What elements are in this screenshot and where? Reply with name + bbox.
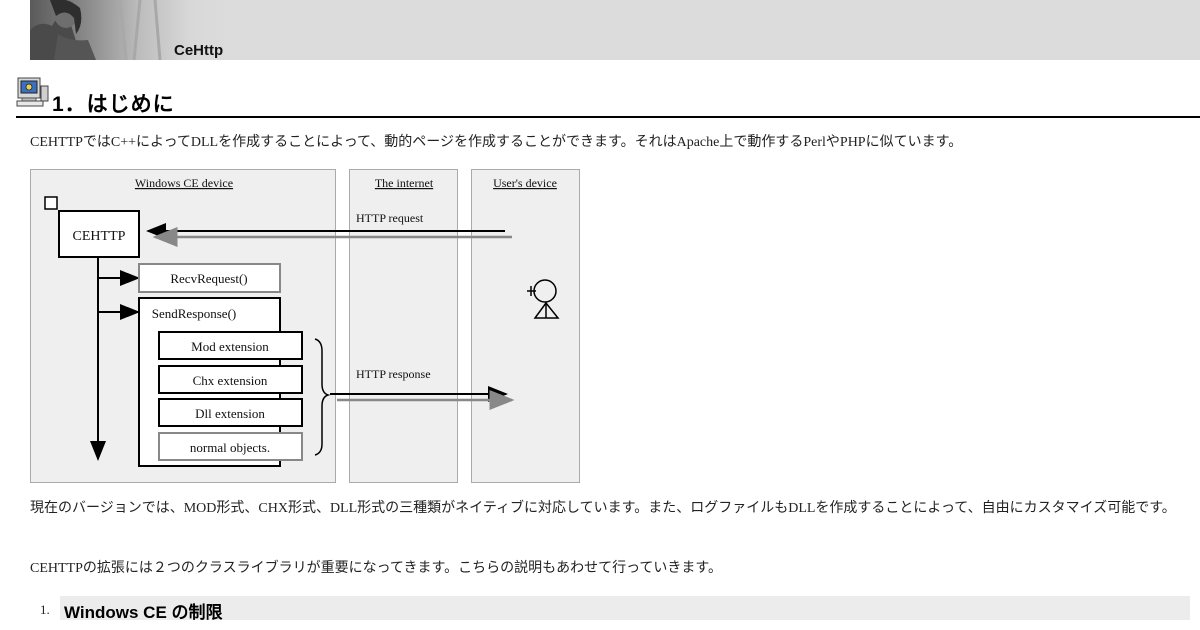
- ext-box-mod: [158, 331, 303, 360]
- user-panel: [471, 169, 580, 483]
- curly-brace: [314, 338, 331, 456]
- user-icon: [527, 279, 560, 319]
- recv-label: RecvRequest(): [170, 271, 247, 286]
- recv-box: [138, 263, 281, 293]
- page-title: 1．はじめに: [52, 93, 175, 116]
- internet-panel: [349, 169, 458, 483]
- send-label: SendResponse(): [152, 306, 237, 321]
- toc-number: 1.: [40, 602, 50, 617]
- http-response-label: HTTP response: [356, 367, 431, 381]
- ext-label-dll: Dll extension: [195, 406, 265, 421]
- extension-list: Mod extension Chx extension Dll extensio…: [158, 331, 303, 461]
- architecture-diagram: Windows CE device The internet User's de…: [30, 169, 580, 483]
- ext-label-chx: Chx extension: [193, 373, 268, 388]
- http-request-label: HTTP request: [356, 211, 424, 225]
- internet-panel-label: The internet: [375, 176, 434, 190]
- portrait-photo: [30, 0, 230, 60]
- handle-square: [44, 196, 58, 210]
- user-panel-label: User's device: [493, 176, 557, 190]
- brand-title: CeHttp: [174, 42, 224, 59]
- header-banner: CeHttp: [30, 0, 1200, 60]
- ext-box-normal: [158, 432, 303, 461]
- toc-item-windows-ce[interactable]: Windows CE の制限: [60, 596, 1190, 622]
- support-paragraph: 現在のバージョンでは、MOD形式、CHX形式、DLL形式の三種類がネイティブに対…: [30, 501, 1176, 516]
- ext-label-mod: Mod extension: [191, 339, 269, 354]
- computer-icon: [16, 77, 49, 107]
- library-paragraph: CEHTTPの拡張には２つのクラスライブラリが重要になってきます。こちらの説明も…: [30, 561, 722, 576]
- cehttp-label: CEHTTP: [73, 229, 126, 244]
- device-panel-label: Windows CE device: [135, 176, 233, 190]
- ext-box-dll: [158, 398, 303, 427]
- ext-box-chx: [158, 365, 303, 394]
- intro-paragraph: CEHTTPではC++によってDLLを作成することによって、動的ページを作成する…: [30, 135, 963, 150]
- toc-item-title[interactable]: Windows CE の制限: [64, 603, 223, 622]
- section-heading: 1．はじめに: [16, 76, 1200, 118]
- ext-label-normal: normal objects.: [190, 440, 270, 455]
- heading-rule: [16, 116, 1200, 118]
- cehttp-box: [58, 210, 140, 258]
